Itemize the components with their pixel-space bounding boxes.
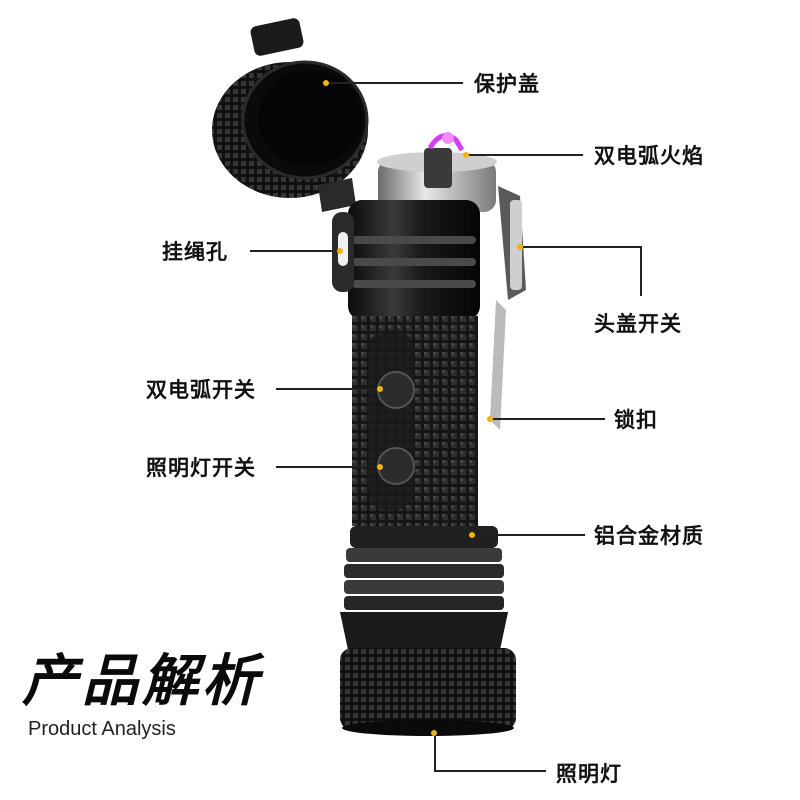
lanyard-line bbox=[250, 250, 337, 252]
flame-dot bbox=[463, 152, 469, 158]
flashlight-dot bbox=[431, 730, 437, 736]
title-cn: 产品解析 bbox=[22, 649, 262, 714]
flame-line bbox=[469, 154, 583, 156]
arc-switch bbox=[377, 371, 415, 409]
label-cover: 保护盖 bbox=[474, 72, 540, 96]
lock-dot bbox=[487, 416, 493, 422]
head-switch-dot bbox=[517, 244, 523, 250]
label-dual-arc-flame: 双电弧火焰 bbox=[594, 144, 704, 168]
light-switch bbox=[377, 447, 415, 485]
label-lanyard-hole: 挂绳孔 bbox=[162, 240, 228, 264]
cover-dot bbox=[323, 80, 329, 86]
light-switch-dot bbox=[377, 464, 383, 470]
bezel bbox=[340, 526, 508, 650]
light-switch-line bbox=[276, 466, 377, 468]
title-en: Product Analysis bbox=[28, 718, 176, 740]
protective-cap bbox=[212, 18, 369, 212]
label-head-cover-switch: 头盖开关 bbox=[594, 312, 682, 336]
label-flashlight: 照明灯 bbox=[556, 762, 622, 786]
lamp-head bbox=[340, 648, 516, 730]
label-light-switch: 照明灯开关 bbox=[146, 456, 256, 480]
flashlight-line-v bbox=[434, 736, 436, 770]
label-lock-buckle: 锁扣 bbox=[614, 408, 658, 432]
material-dot bbox=[469, 532, 475, 538]
label-aluminum-material: 铝合金材质 bbox=[594, 524, 704, 548]
head-switch-line-v bbox=[640, 246, 642, 296]
lanyard-dot bbox=[337, 248, 343, 254]
clip bbox=[490, 186, 526, 430]
lock-line bbox=[493, 418, 605, 420]
label-dual-arc-switch: 双电弧开关 bbox=[146, 378, 256, 402]
head-switch-line-h bbox=[523, 246, 641, 248]
material-line bbox=[475, 534, 585, 536]
flashlight-line-h bbox=[434, 770, 546, 772]
arc-switch-dot bbox=[377, 386, 383, 392]
cover-line bbox=[329, 82, 463, 84]
arc-switch-line bbox=[276, 388, 377, 390]
